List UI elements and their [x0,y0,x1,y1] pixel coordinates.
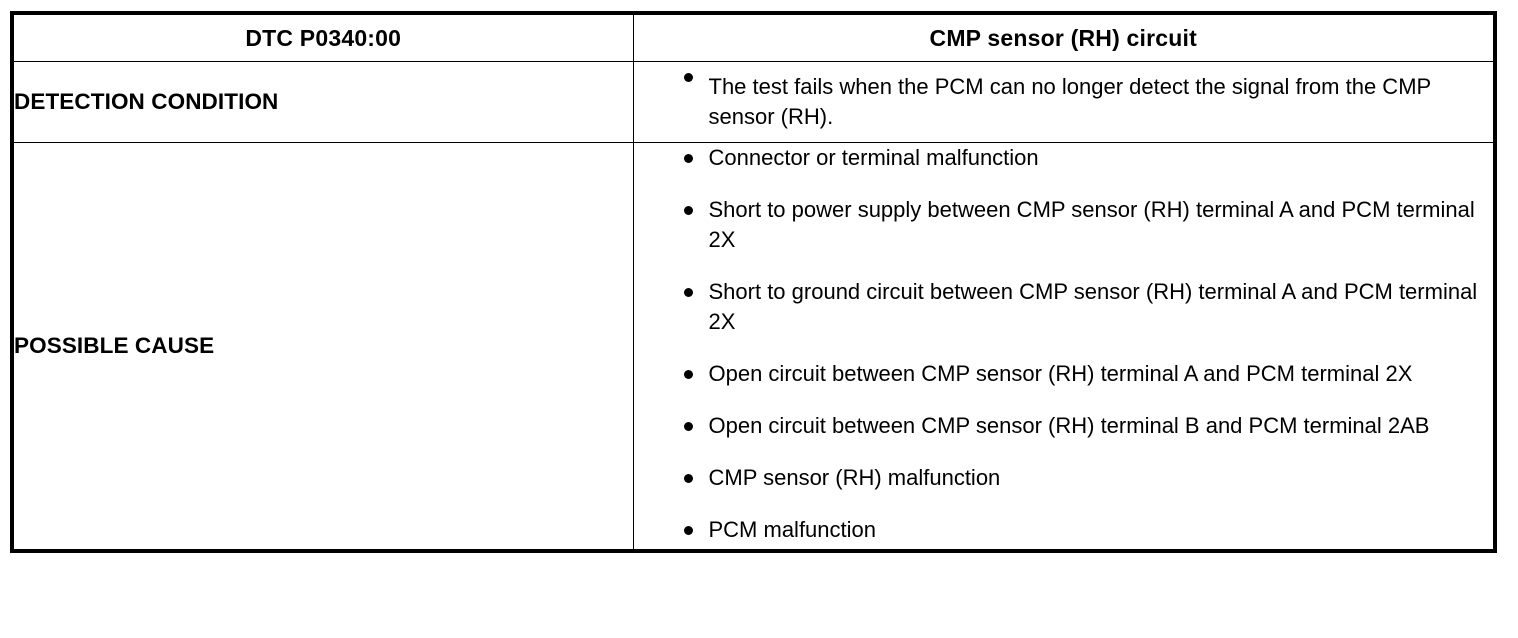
row-value-possible-cause: Connector or terminal malfunction Short … [632,142,1496,552]
list-item-text: PCM malfunction [708,517,877,542]
bullet-dot-icon [683,422,693,431]
bullet-dot-icon [683,474,693,483]
row-label-detection-condition: DETECTION CONDITION [11,61,634,143]
bullet-dot-icon [683,154,693,163]
list-item-text: Open circuit between CMP sensor (RH) ter… [708,361,1413,386]
list-item: Short to power supply between CMP sensor… [634,195,1494,255]
bullet-dot-icon [683,526,693,535]
list-item: The test fails when the PCM can no longe… [634,62,1494,142]
table-header-row: DTC P0340:00 CMP sensor (RH) circuit [11,12,1496,62]
list-item-text: Short to power supply between CMP sensor… [708,197,1475,252]
list-item: CMP sensor (RH) malfunction [634,463,1494,493]
table-row-possible-cause: POSSIBLE CAUSE Connector or terminal mal… [11,142,1496,552]
list-item-text: Short to ground circuit between CMP sens… [708,279,1478,334]
dtc-diagnostic-table: DTC P0340:00 CMP sensor (RH) circuit DET… [10,11,1497,553]
bullet-dot-icon [683,206,693,215]
list-item-text: Connector or terminal malfunction [708,145,1039,170]
bullet-dot-icon [683,73,693,82]
circuit-name-header: CMP sensor (RH) circuit [632,12,1496,62]
list-item: Open circuit between CMP sensor (RH) ter… [634,359,1494,389]
bullet-dot-icon [683,370,693,379]
row-label-possible-cause: POSSIBLE CAUSE [11,142,634,552]
list-item: Short to ground circuit between CMP sens… [634,277,1494,337]
bullet-dot-icon [683,288,693,297]
list-item: Connector or terminal malfunction [634,143,1494,173]
list-item-text: The test fails when the PCM can no longe… [708,74,1431,129]
list-item: Open circuit between CMP sensor (RH) ter… [634,411,1494,441]
list-item: PCM malfunction [634,515,1494,545]
dtc-code-header: DTC P0340:00 [11,12,634,62]
list-item-text: Open circuit between CMP sensor (RH) ter… [708,413,1430,438]
list-item-text: CMP sensor (RH) malfunction [708,465,1001,490]
possible-cause-bullet-list: Connector or terminal malfunction Short … [634,143,1494,545]
table-row-detection-condition: DETECTION CONDITION The test fails when … [11,61,1496,143]
detection-condition-bullet-list: The test fails when the PCM can no longe… [634,62,1494,142]
row-value-detection-condition: The test fails when the PCM can no longe… [632,61,1496,143]
